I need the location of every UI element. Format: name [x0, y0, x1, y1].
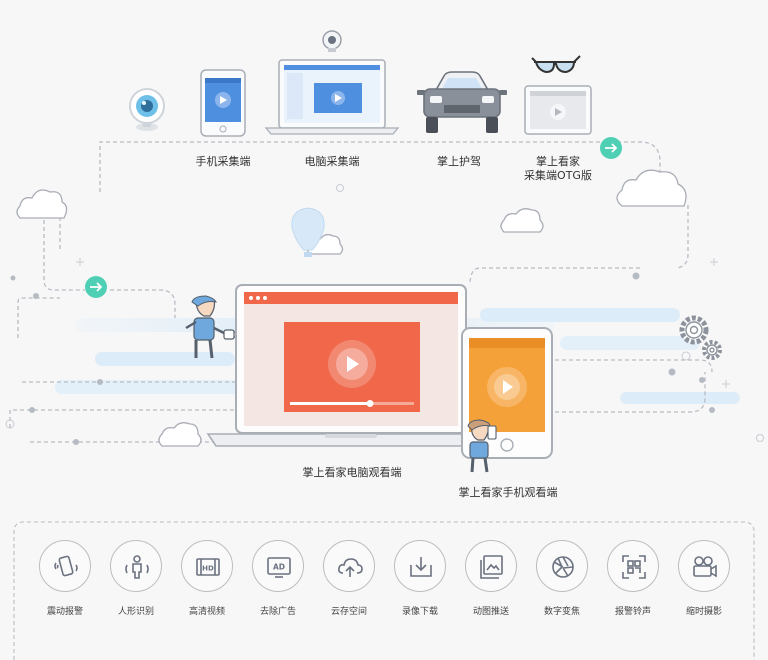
feature-label: 震动报警	[46, 607, 83, 617]
feature-remove-ad: AD 去除广告	[243, 540, 313, 617]
video-camera-icon	[693, 556, 717, 578]
glasses-icon	[531, 55, 581, 74]
source-label-otg: 掌上看家	[536, 155, 580, 168]
viewer-label-mobile: 掌上看家手机观看端	[458, 486, 558, 499]
gear-icon	[679, 315, 722, 360]
source-label-pc: 电脑采集端	[304, 155, 360, 168]
cloud-icon	[616, 169, 687, 207]
phone-vibrate-icon	[54, 555, 78, 577]
feature-label: 去除广告	[259, 607, 296, 617]
teal-arrow-icon	[85, 276, 107, 298]
feature-human-detect: 人形识别	[101, 540, 171, 617]
feature-label: 录像下载	[401, 607, 438, 617]
feature-label: 数字变焦	[543, 607, 580, 617]
remove-ad-icon: AD	[267, 557, 291, 578]
diagram-canvas	[5, 30, 764, 473]
viewer-label-pc: 掌上看家电脑观看端	[302, 466, 402, 479]
feature-label: 报警铃声	[614, 607, 651, 617]
teal-arrow-icon	[600, 137, 622, 159]
feature-bar: 震动报警 人形识别 HD 高清视频 AD	[0, 518, 768, 660]
feature-label: 高清视频	[188, 607, 225, 617]
hd-video-icon: HD	[196, 558, 220, 576]
balloon-icon	[291, 207, 325, 257]
human-detect-icon	[125, 555, 149, 579]
feature-digital-zoom: 数字变焦	[527, 540, 597, 617]
feature-label: 人形识别	[117, 607, 154, 617]
cloud-icon	[500, 208, 544, 233]
feature-label: 动图推送	[472, 607, 509, 617]
cloud-icon	[158, 422, 202, 447]
decor-rings	[5, 184, 764, 442]
pc-viewer-device	[206, 284, 494, 447]
decor-dots	[10, 272, 715, 445]
car-icon	[417, 71, 507, 133]
feature-gif-push: 动图推送	[456, 540, 526, 617]
feature-cloud-storage: 云存空间	[314, 540, 384, 617]
cloud-upload-icon	[338, 558, 363, 577]
download-icon	[410, 557, 432, 577]
person-phone-figure	[467, 419, 497, 473]
aperture-icon	[552, 556, 574, 578]
feature-record-download: 录像下载	[385, 540, 455, 617]
pc-capture-device	[264, 30, 400, 135]
svg-text:HD: HD	[202, 565, 214, 573]
image-push-icon	[480, 555, 503, 579]
cloud-icon	[16, 189, 68, 219]
feature-hd-video: HD 高清视频	[172, 540, 242, 617]
source-label-phone: 手机采集端	[195, 155, 251, 168]
feature-vibrate-alarm: 震动报警	[30, 540, 100, 617]
svg-text:AD: AD	[273, 563, 285, 572]
otg-capture-device	[524, 55, 592, 135]
feature-bar-border	[13, 521, 755, 660]
source-label-otg-line2: 采集端OTG版	[524, 169, 592, 182]
feature-time-lapse: 缩时摄影	[669, 540, 739, 617]
phone-capture-device	[200, 69, 246, 137]
source-label-car: 掌上护驾	[437, 155, 481, 168]
feature-label: 云存空间	[330, 607, 367, 617]
feature-label: 缩时摄影	[685, 607, 722, 617]
webcam-icon	[129, 88, 165, 131]
feature-alarm-ringtone: 报警铃声	[598, 540, 668, 617]
scan-icon	[622, 555, 646, 579]
